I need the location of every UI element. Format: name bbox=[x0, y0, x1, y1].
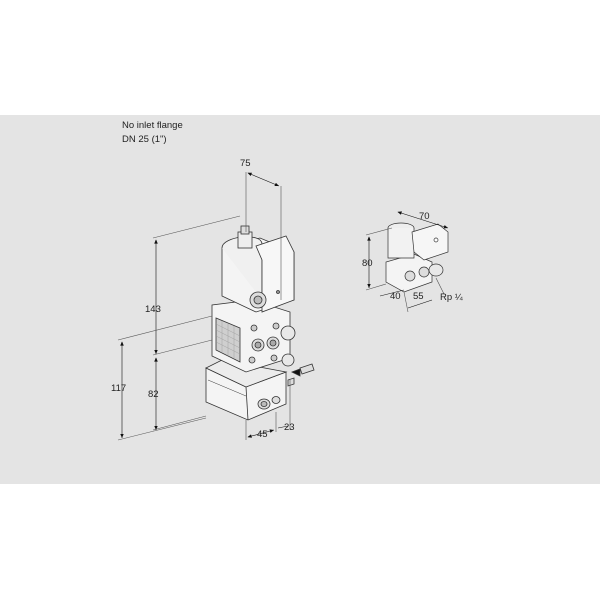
drawing-panel bbox=[0, 115, 600, 484]
main-dimension-lines bbox=[117, 172, 291, 441]
dim-pilot-width: 70 bbox=[419, 211, 430, 222]
dim-height-total: 143 bbox=[145, 304, 161, 315]
main-dimension-labels: 75 143 117 82 45 23 bbox=[111, 158, 295, 440]
dim-width-top: 75 bbox=[240, 158, 251, 169]
note-inlet-flange: No inlet flange bbox=[122, 120, 183, 131]
dim-depth-bottom: 45 bbox=[257, 429, 268, 440]
dim-height-lower: 117 bbox=[111, 383, 126, 394]
pilot-dimension-lines bbox=[365, 211, 449, 313]
dim-pilot-height: 80 bbox=[362, 258, 373, 269]
dim-offset-bottom: 23 bbox=[284, 422, 295, 433]
main-valve bbox=[205, 225, 315, 421]
pilot-dimension-labels: 70 80 40 55 Rp ¼ bbox=[362, 211, 464, 303]
note-dn-size: DN 25 (1") bbox=[122, 134, 167, 145]
dim-pilot-length: 55 bbox=[413, 291, 424, 302]
pilot-connection-label: Rp ¼ bbox=[440, 292, 464, 303]
pilot-valve bbox=[385, 222, 449, 293]
dim-height-mid: 82 bbox=[148, 389, 159, 400]
dim-pilot-depth: 40 bbox=[390, 291, 401, 302]
